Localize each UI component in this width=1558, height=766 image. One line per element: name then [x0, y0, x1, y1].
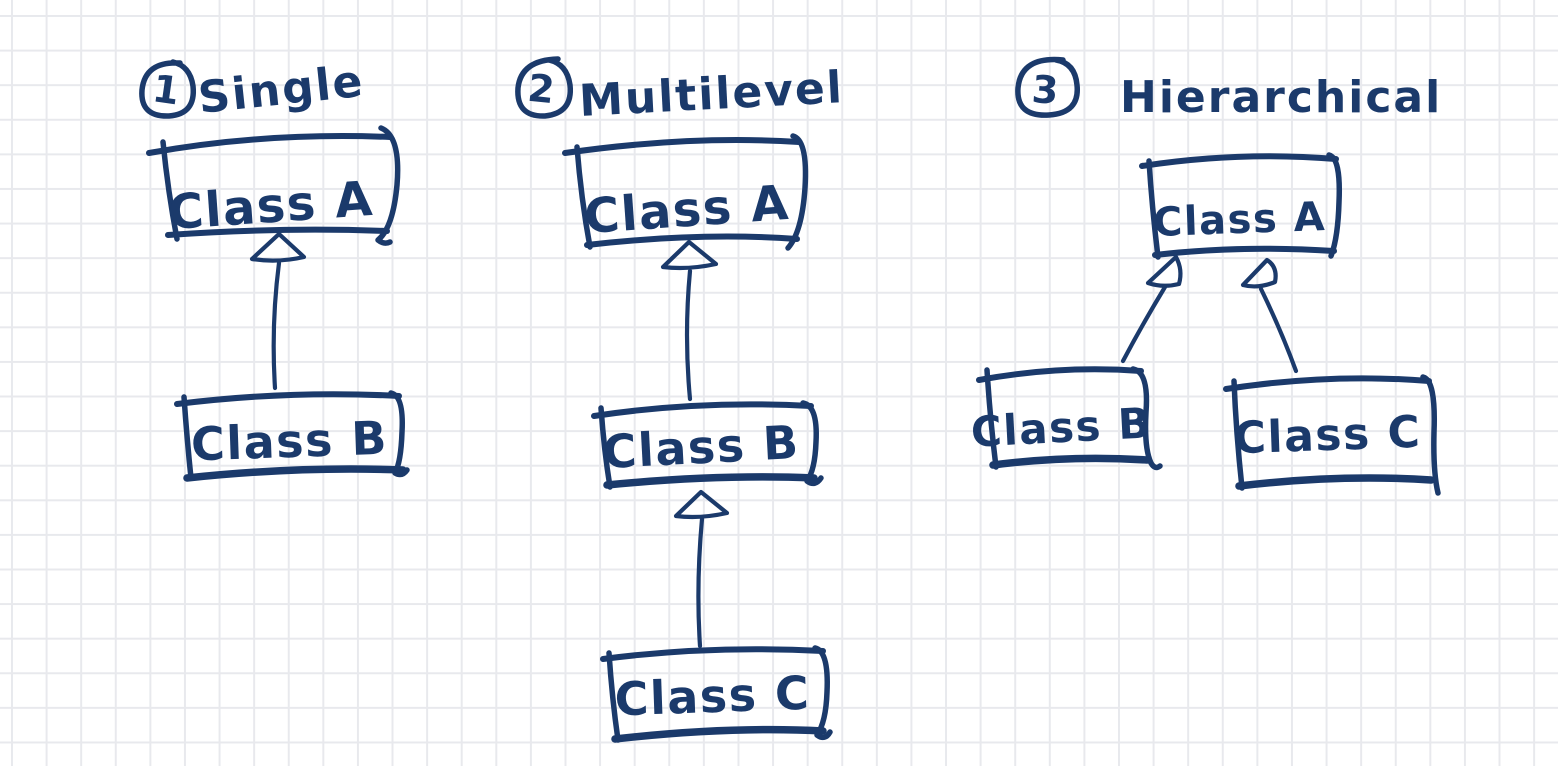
- class-a-label: Class A: [1152, 194, 1327, 246]
- diagram-single: 1 Single Class A Class B: [139, 56, 410, 482]
- inheritance-arrow-b-to-a: [660, 239, 719, 402]
- class-b-label: Class B: [970, 398, 1153, 456]
- class-b-label: Class B: [190, 411, 389, 472]
- section-title: Hierarchical: [1120, 72, 1442, 123]
- section-number: 3: [1030, 67, 1061, 113]
- inheritance-arrow-c-to-b: [673, 489, 730, 649]
- class-a-box: Class A: [1139, 152, 1343, 260]
- single-heading: 1 Single: [139, 56, 367, 124]
- inheritance-arrow-b-to-a: [1120, 254, 1183, 364]
- inheritance-arrowhead-icon: [249, 231, 307, 263]
- section-number: 2: [526, 66, 558, 113]
- connector-line: [271, 260, 282, 391]
- diagram-hierarchical: 3 Hierarchical Class A Class B: [970, 56, 1442, 496]
- connector-line: [696, 516, 705, 649]
- circled-number-icon: [139, 59, 197, 119]
- section-number: 1: [150, 66, 184, 113]
- hierarchical-heading: 3 Hierarchical: [1015, 56, 1442, 123]
- section-title: Single: [196, 56, 367, 124]
- inheritance-arrow-b-to-a: [249, 231, 307, 391]
- inheritance-arrowhead-icon: [1240, 257, 1278, 289]
- circled-number-icon: [1015, 56, 1080, 118]
- connector-line: [1120, 284, 1168, 364]
- class-c-box: Class C: [600, 645, 833, 743]
- class-a-box: Class A: [146, 125, 401, 246]
- inheritance-arrow-c-to-a: [1240, 257, 1299, 374]
- multilevel-heading: 2 Multilevel: [515, 56, 845, 127]
- class-c-label: Class C: [614, 666, 811, 727]
- circled-number-icon: [515, 56, 574, 119]
- connector-line: [1258, 286, 1299, 374]
- class-c-box: Class C: [1223, 374, 1441, 496]
- section-title: Multilevel: [578, 62, 845, 127]
- diagram-multilevel: 2 Multilevel Class A Class B: [515, 56, 845, 743]
- class-b-box: Class B: [970, 366, 1163, 471]
- class-b-box: Class B: [591, 400, 824, 490]
- class-a-box: Class A: [562, 133, 809, 251]
- inheritance-arrowhead-icon: [673, 489, 730, 520]
- class-b-box: Class B: [174, 390, 410, 482]
- connector-line: [684, 268, 693, 402]
- inheritance-arrowhead-icon: [1145, 254, 1183, 288]
- inheritance-arrowhead-icon: [660, 239, 719, 271]
- class-c-label: Class C: [1233, 407, 1422, 465]
- class-b-label: Class B: [601, 415, 800, 479]
